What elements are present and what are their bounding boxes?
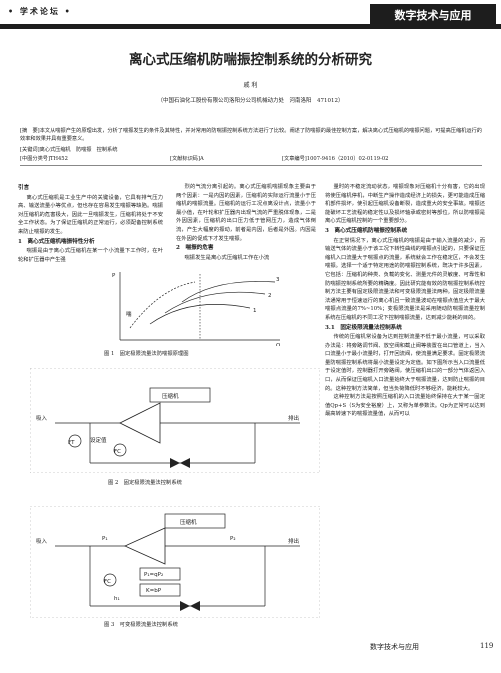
fig2-setpoint-label: 设定值 xyxy=(90,436,107,444)
fig2-ft-circle xyxy=(68,434,82,448)
section-2-heading: 2 喘振的危害 xyxy=(176,245,214,252)
fig3-valve-right xyxy=(190,601,200,611)
figure-3-diagram: 压缩机 吸入 排出 P₁ P₂ P₁=qP₂ K=bP FC h₁ xyxy=(30,506,320,618)
fig3-formula-box xyxy=(139,567,181,581)
fig2-valve-left xyxy=(170,458,180,468)
fig1-x-label: Q xyxy=(276,343,281,346)
fig3-p1-label: P₁ xyxy=(102,536,108,542)
fig2-compressor-symbol xyxy=(119,402,161,444)
affiliation: （中国石油化工股份有限公司洛阳分公司机械动力处 河南洛阳 471012） xyxy=(157,98,344,104)
fig1-label-2: 2 xyxy=(268,293,272,299)
fig1-curve-3 xyxy=(181,281,276,303)
section-1-text: 喘振是由于离心式压缩机在某一个小流量下工作时，在叶轮和扩压器中产生强 xyxy=(18,248,163,263)
section-3-heading: 3 离心式压缩机防喘振控制系统 xyxy=(325,227,408,234)
col3-text: 量时的不稳定流动状态，喘振现象对压缩机十分有害，它的出现将使压缩机停机，中断生产… xyxy=(325,184,485,225)
fig3-inlet-label: 吸入 xyxy=(36,538,48,545)
figure-1-caption: 图 1 固定极限流量法防喘振原理图 xyxy=(104,351,189,357)
clc-number: [中图分类号]TH452 xyxy=(20,156,68,162)
column-1: 引言 离心式压缩机是工业生产中的关键设备，它具有排气压力高、输送流量小等优点，但… xyxy=(18,183,163,264)
col2-text: 烈的气流分离引起的。离心式压缩机喘振现象主要由于两个因素：一是内因的因素，压缩机… xyxy=(176,184,316,242)
fig2-ft-label: FT xyxy=(68,440,75,446)
figure-3-caption: 图 3 可变极限流量法控制系统 xyxy=(104,622,178,628)
section-3-1-text: 传统的压缩机常设备为达到控制流量不低于最小流量，可以采取办法是：将旁路调节阀、放… xyxy=(325,334,485,392)
fig2-fc-label: FC xyxy=(114,449,121,455)
article-number: [文章编号]1007-9416（2010）02-0119-02 xyxy=(282,156,389,162)
journal-name-badge: 数字技术与应用 xyxy=(370,4,496,28)
fig2-compressor-box xyxy=(149,387,211,403)
fig2-fc-circle xyxy=(113,443,127,457)
figure-2-diagram: 压缩机 吸入 排出 FT FC 设定值 xyxy=(30,368,320,473)
fig3-h1-label: h₁ xyxy=(114,596,120,602)
intro-heading: 引言 xyxy=(18,185,30,191)
fig3-valve-left xyxy=(180,601,190,611)
fig3-k-label: K=bP xyxy=(146,588,162,594)
fig2-compressor-label: 压缩机 xyxy=(162,392,179,400)
fig1-label-1: 1 xyxy=(253,308,257,314)
fig2-valve-right xyxy=(180,458,190,468)
keywords: [关键词]离心式压缩机 防喘振 控制系统 xyxy=(20,147,118,153)
author: 戚 利 xyxy=(243,82,258,89)
fig2-outlet-label: 排出 xyxy=(288,414,299,422)
fig3-fc-label: FC xyxy=(104,579,111,585)
fig3-p2-label: P₂ xyxy=(230,536,236,542)
document-code: [文献标识码]A xyxy=(170,156,204,162)
fig1-curve-2 xyxy=(164,291,266,314)
fig3-compressor-label: 压缩机 xyxy=(180,518,197,526)
footer-journal: 数字技术与应用 xyxy=(370,643,419,651)
fig1-y-label: P xyxy=(112,273,116,279)
fig3-formula-label: P₁=qP₂ xyxy=(144,572,163,578)
fig3-compressor-box xyxy=(164,513,226,529)
abstract: [摘 要]本文从喘振产生的原理出发，分析了喘振发生的条件及其特性，并对常用的防喘… xyxy=(20,128,482,142)
page-number: 119 xyxy=(480,642,494,650)
divider xyxy=(20,165,482,166)
fig1-surge-label: 喘 xyxy=(126,310,132,318)
section-3-text: 在正常情况下，离心式压缩机的喘振是由于输入流量的减少，而输送气体的流量小于该工况… xyxy=(325,237,485,321)
col3-last-text: 这种控制方法是按照压缩机的入口流量始终保持在大于某一固定值Qp+S（S为安全裕度… xyxy=(325,394,485,418)
figure-1-diagram: P Q 喘 1 2 3 xyxy=(112,272,281,346)
intro-text: 离心式压缩机是工业生产中的关键设备，它具有排气压力高、输送流量小等优点，但也存在… xyxy=(18,194,163,235)
column-3: 量时的不稳定流动状态，喘振现象对压缩机十分有害，它的出现将使压缩机停机，中断生产… xyxy=(325,183,485,419)
fig2-inlet-label: 吸入 xyxy=(36,415,48,422)
fig3-k-box xyxy=(139,583,181,597)
fig3-compressor-symbol xyxy=(124,527,166,565)
fig1-label-3: 3 xyxy=(276,277,280,283)
fig1-curve-1 xyxy=(149,304,251,325)
fig3-fc-circle xyxy=(103,573,117,587)
section-2-text: 喘振发生是离心式压缩机工作在小流 xyxy=(184,254,270,261)
paper-title: 离心式压缩机防喘振控制系统的分析研究 xyxy=(129,52,372,68)
section-3-1-heading: 3.1 固定极限流量法控制系统 xyxy=(325,324,402,331)
header-band xyxy=(0,24,501,29)
figure-2-caption: 图 2 固定极限流量法控制系统 xyxy=(108,480,182,486)
section-1-heading: 1 离心式压缩机喘振特性分析 xyxy=(18,238,95,245)
column-2: 烈的气流分离引起的。离心式压缩机喘振现象主要由于两个因素：一是内因的因素，压缩机… xyxy=(176,183,316,262)
fig3-outlet-label: 排出 xyxy=(288,537,299,545)
fig1-surge-line xyxy=(129,281,196,329)
header-section-label: • 学术论坛 • xyxy=(8,6,72,16)
